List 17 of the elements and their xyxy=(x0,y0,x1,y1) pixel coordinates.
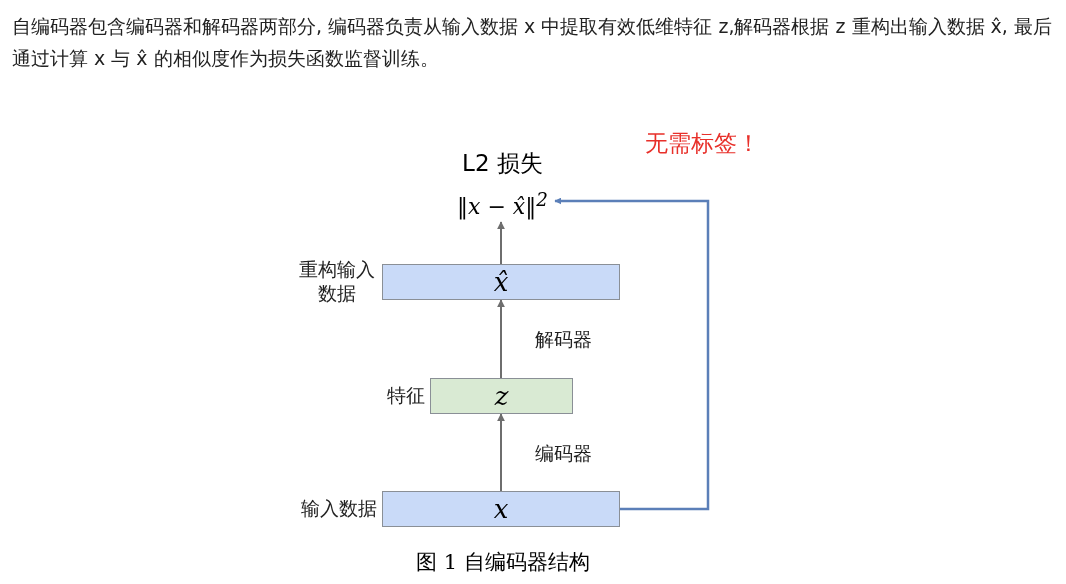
arrow xyxy=(497,221,505,265)
node-caption: 重构输入数据 xyxy=(298,258,376,306)
figure-caption: 图 1 自编码器结构 xyxy=(416,549,590,576)
node-caption: 特征 xyxy=(387,384,425,408)
intro-paragraph: 自编码器包含编码器和解码器两部分, 编码器负责从输入数据 x 中提取有效低维特征 z,解码器根据 z 重构出输入数据 x̂, 最后通过计算 x 与 x̂ 的相似度作为损失函数监督训练。 xyxy=(12,14,1053,72)
loss-heading: L2 损失 xyxy=(461,149,544,178)
loss-formula: ‖x − x̂‖$^{2}$ xyxy=(456,191,549,219)
note-text: 无需标签！ xyxy=(645,130,761,158)
arrow xyxy=(497,413,505,492)
node-caption: 输入数据 xyxy=(301,497,377,521)
arrow xyxy=(554,197,710,511)
arrow xyxy=(497,299,505,379)
edge-label: 解码器 xyxy=(535,327,592,352)
edge-label: 编码器 xyxy=(535,440,592,466)
math-symbol: x̂ xyxy=(493,269,509,295)
math-symbol: z xyxy=(494,383,509,409)
math-symbol: x xyxy=(493,496,509,522)
